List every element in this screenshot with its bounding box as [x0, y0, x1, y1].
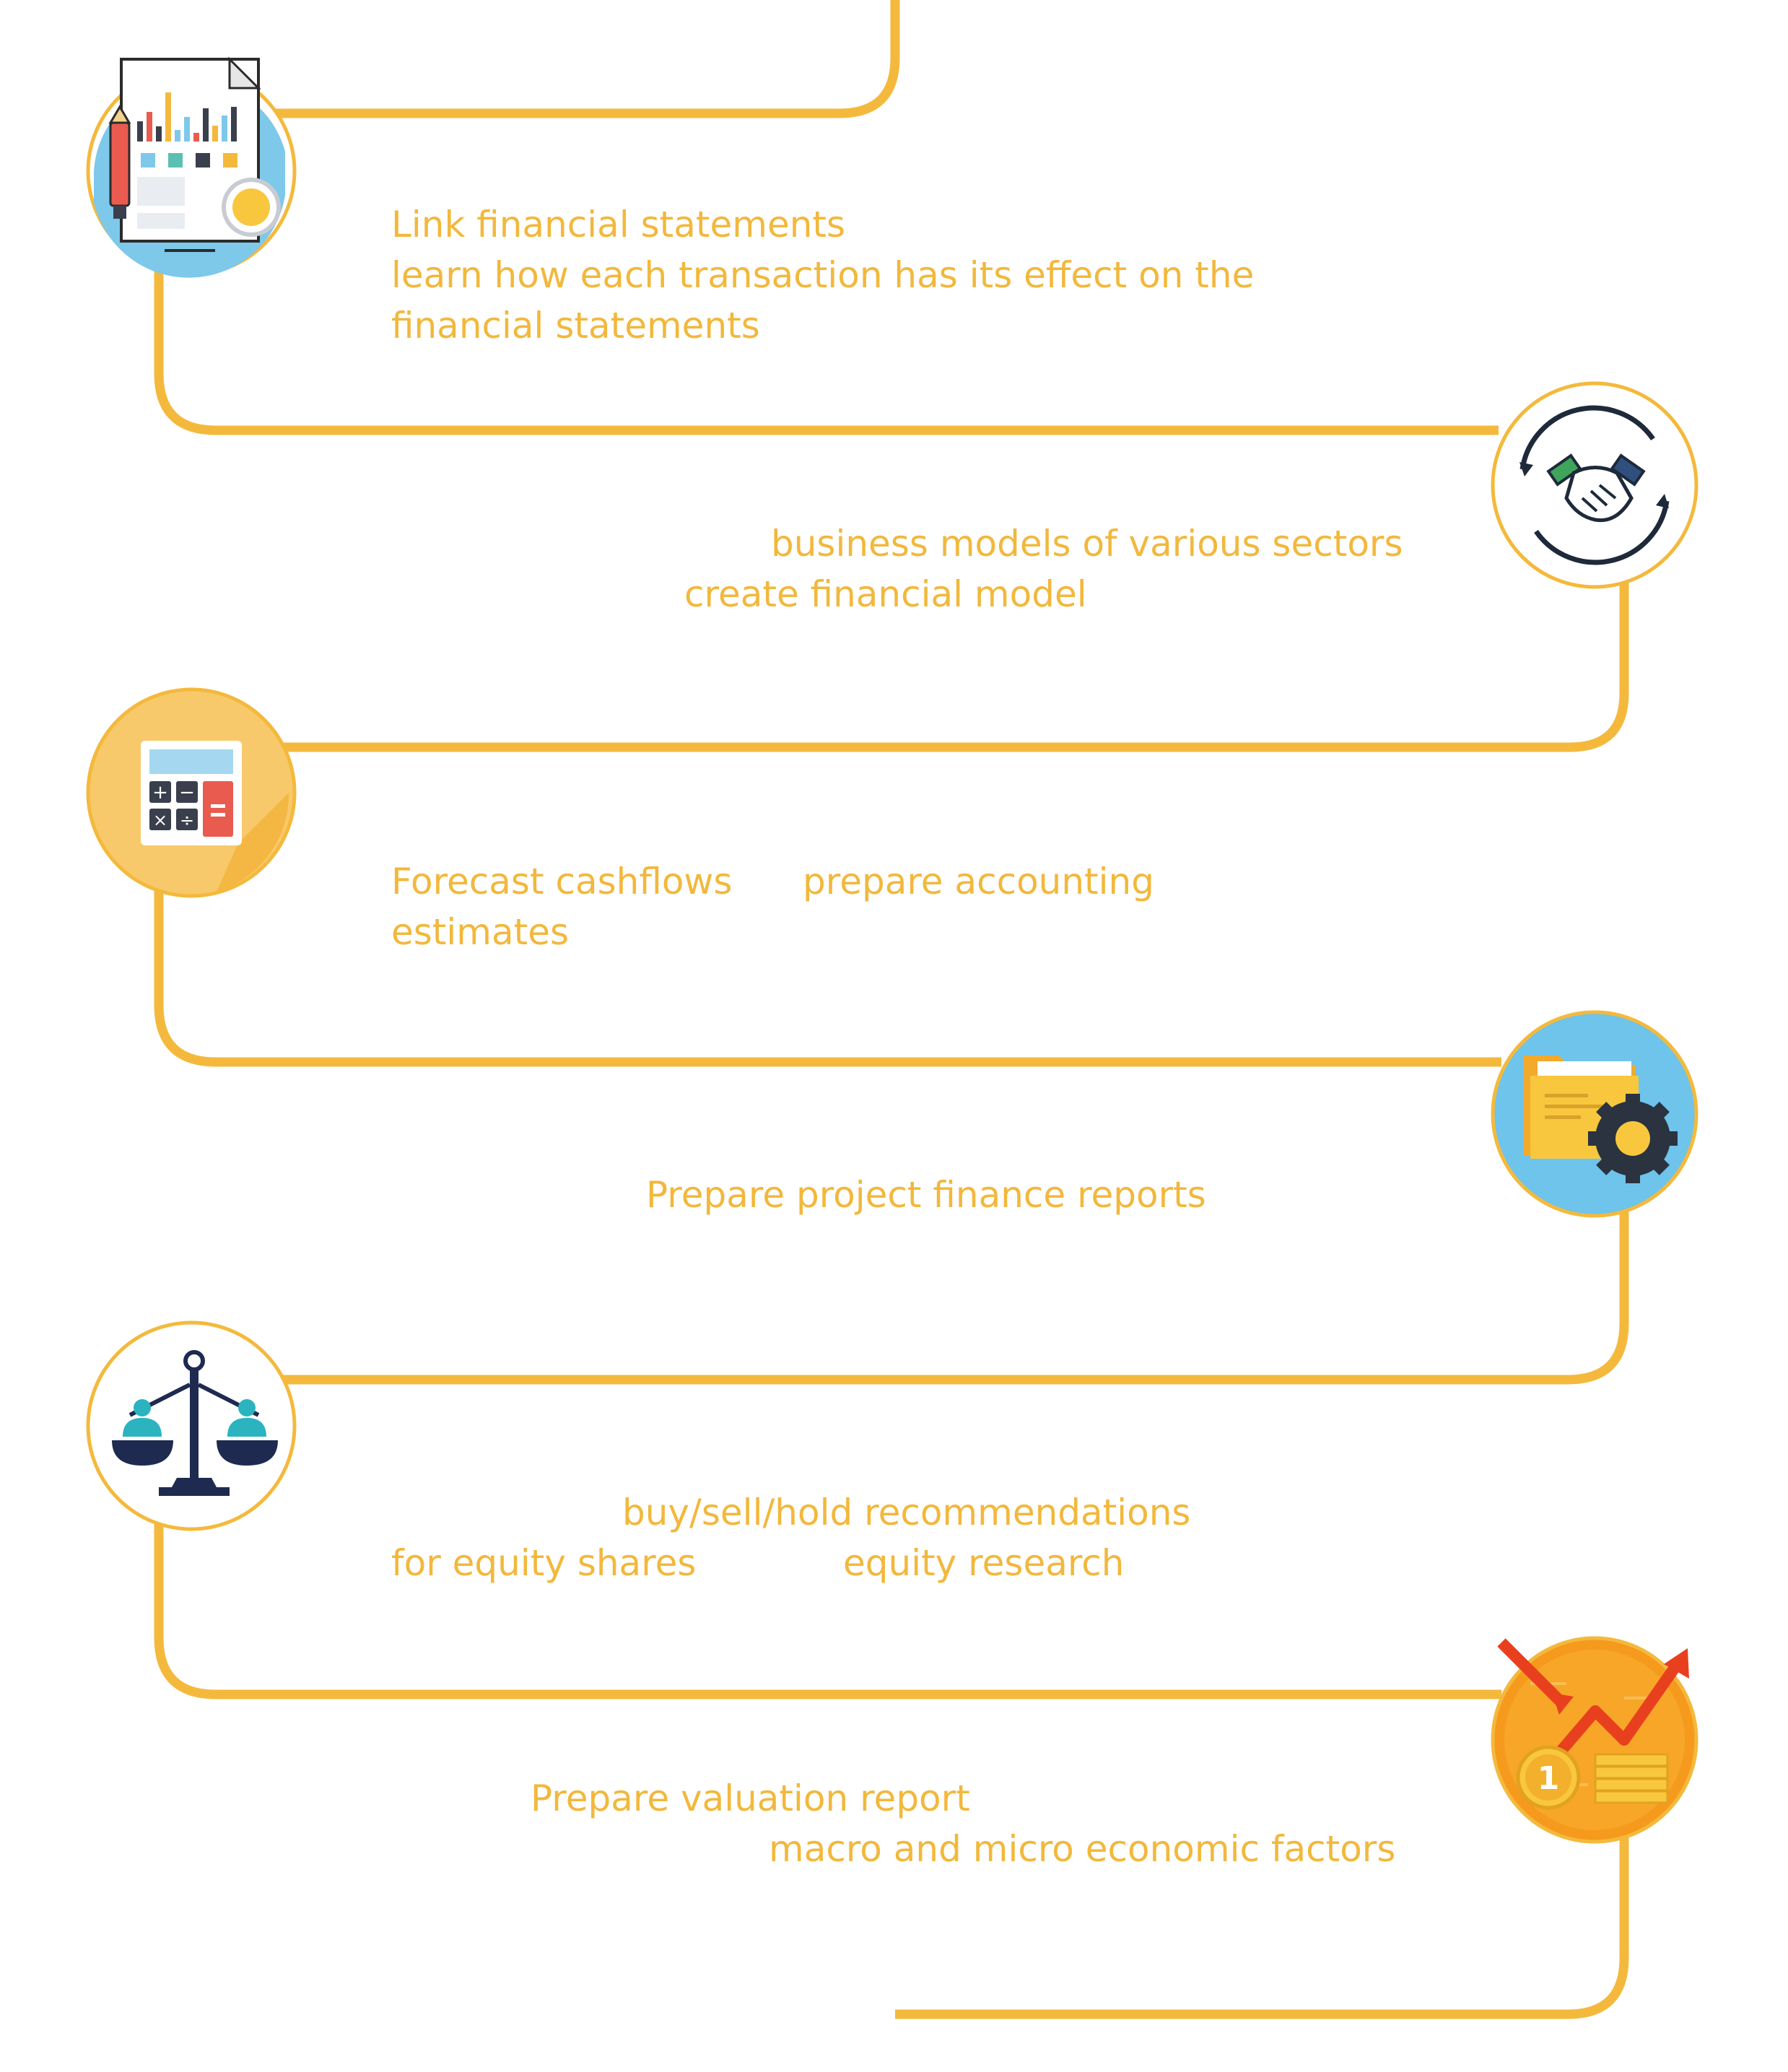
handshake-icon	[1519, 405, 1670, 565]
step-6-icon-badge: 1	[1491, 1636, 1698, 1844]
svg-text:−: −	[179, 782, 195, 804]
svg-text:+: +	[152, 782, 168, 804]
step-2-line-2: create financial model	[684, 573, 1087, 615]
step-3-icon-badge: + − × ÷	[86, 687, 297, 898]
step-4-line-1: Prepare project finance reports	[646, 1174, 1206, 1216]
valuation-chart-icon: 1	[1497, 1638, 1689, 1830]
step-1-line-1: Link financial statements	[391, 204, 845, 245]
step-5-line-2: for equity shares	[391, 1542, 696, 1584]
step-6-line-2: macro and micro economic factors	[769, 1828, 1395, 1870]
svg-text:÷: ÷	[180, 810, 194, 830]
svg-text:1: 1	[1538, 1760, 1560, 1797]
step-3-line-2: prepare accounting	[803, 861, 1154, 902]
connector-path	[154, 0, 1629, 2019]
step-6-line-1: Prepare valuation report	[531, 1777, 970, 1819]
step-5-text: buy/sell/hold recommendations for equity…	[391, 1492, 1190, 1584]
step-5-icon-badge	[86, 1320, 297, 1531]
step-1-icon-badge	[86, 56, 297, 278]
step-1-text: Link financial statements learn how each…	[391, 204, 1254, 347]
financial-report-icon	[94, 56, 285, 278]
step-3-line-3: estimates	[391, 911, 569, 953]
balance-scale-icon	[112, 1350, 278, 1496]
svg-text:×: ×	[153, 810, 167, 830]
step-4-text: Prepare project finance reports	[646, 1174, 1206, 1216]
step-6-text: Prepare valuation report macro and micro…	[531, 1777, 1395, 1870]
step-1-line-3: financial statements	[391, 305, 760, 347]
folder-gear-icon	[1523, 1055, 1678, 1183]
calculator-icon: + − × ÷	[141, 741, 289, 892]
step-1-line-2: learn how each transaction has its effec…	[391, 254, 1254, 296]
step-3-text: Forecast cashflows prepare accounting es…	[391, 861, 1154, 953]
step-5-line-1: buy/sell/hold recommendations	[622, 1492, 1190, 1533]
step-3-line-1: Forecast cashflows	[391, 861, 732, 902]
step-5-line-3: equity research	[843, 1542, 1124, 1584]
step-4-icon-badge	[1491, 1010, 1698, 1218]
step-2-icon-badge	[1491, 381, 1698, 589]
step-2-text: business models of various sectors creat…	[684, 523, 1403, 615]
step-2-line-1: business models of various sectors	[771, 523, 1403, 565]
